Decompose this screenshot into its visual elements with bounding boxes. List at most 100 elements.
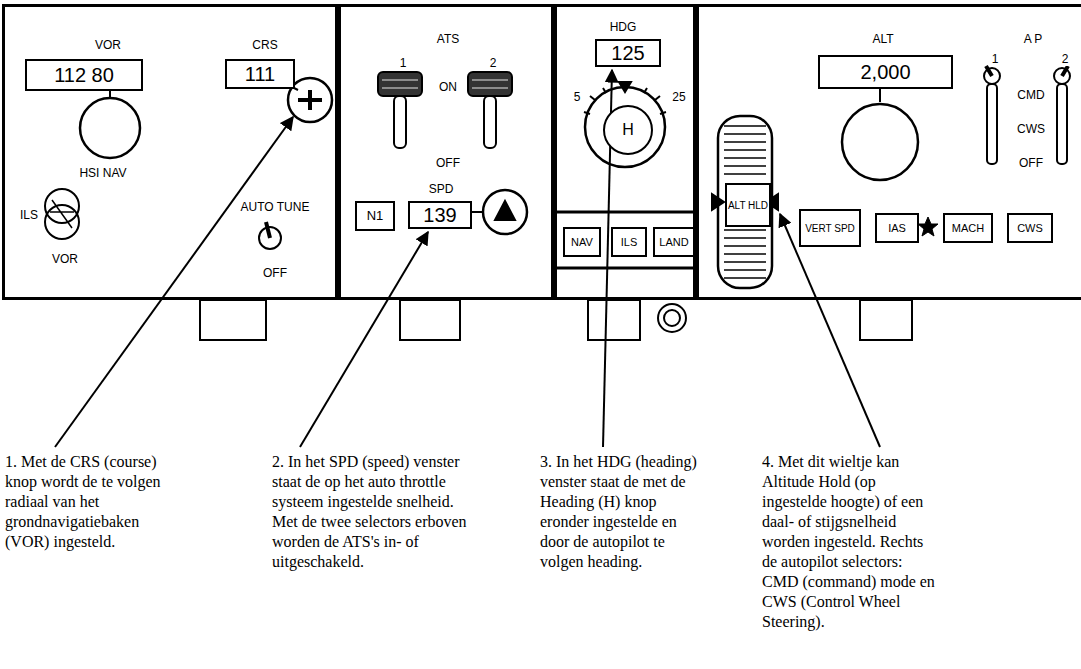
display-text: IAS [888,222,906,234]
callout-text: 1. Met de CRS (course) knop wordt de te … [5,452,175,552]
mount-tab [588,300,640,340]
panel-label: ILS [19,208,39,222]
mode-button: IAS [875,213,919,243]
wheel-ridge [724,173,766,175]
panel-label: OFF [262,266,288,280]
callout-text: 3. In het HDG (heading) venster staat de… [540,452,705,572]
wheel-ridge [724,269,766,271]
display-text: 111 [245,63,275,85]
selector-pointer [50,200,74,228]
changeover-star [918,217,938,236]
wheel-ridge [724,125,766,127]
wheel-ridge [724,141,766,143]
display-text: LAND [659,236,688,248]
heading-window: 125 [595,39,661,67]
mode-button: CWS [1007,213,1053,243]
panel-label: OFF [1018,156,1044,170]
panel-label: OFF [435,156,461,170]
mount-tab [860,300,912,340]
ils-vor-selector [45,205,79,239]
callout-text: 2. In het SPD (speed) venster staat de o… [272,452,472,572]
ap-engage-lever [987,84,997,164]
panel-label: VOR [51,252,79,266]
display-text: 139 [423,204,456,226]
wheel-ridge [724,157,766,159]
wheel-ridge [724,237,766,239]
panel-label: 5 [573,90,582,104]
panel-label: ON [438,80,458,94]
panel-label: HDG [609,20,638,34]
display-text: ALT HLD [728,200,768,211]
panel-label: CMD [1016,88,1045,102]
display-text: N1 [367,209,384,223]
display-text: H [622,121,634,139]
panel-label: 25 [671,90,686,104]
n1-button: N1 [355,201,395,231]
wheel-ridge [724,277,766,279]
mode-button: ILS [611,227,647,257]
wheel-ridge [724,253,766,255]
crs-knob-cross [298,90,322,110]
toggle-lever [266,222,270,238]
mount-tab [400,300,460,340]
display-text: 125 [611,42,644,64]
display-text: VERT SPD [805,223,855,234]
panel-divider [554,267,696,270]
alt-knob [842,104,918,180]
heading-knob: H [603,105,653,155]
speed-window: 139 [408,201,472,229]
ats-switch-lever [484,96,496,148]
vertical-speed-wheel [718,116,772,288]
hdg-index [619,82,631,92]
knob-shaft [879,88,881,102]
panel-label: 2 [1061,52,1070,66]
vor-frequency-window: 112 80 [25,59,143,91]
display-text: CWS [1017,222,1043,234]
display-text: MACH [952,222,984,234]
wheel-ridge [724,149,766,151]
hdg-bank-ring [585,87,665,167]
nav-panel: 112 80111VORCRSHSI NAVILSVORAUTO TUNEOFF [2,4,338,300]
altitude-window: 2,000 [818,55,953,89]
ats-switch-cap [378,72,422,96]
mode-button: LAND [653,227,695,257]
spd-knob [483,190,527,234]
panel-label: 1 [399,56,408,70]
mode-button: VERT SPD [799,209,861,247]
leader-arrow [780,214,880,447]
mode-button: NAV [563,227,601,257]
panel-label: 1 [991,52,1000,66]
leader-arrow [55,117,293,447]
display-text: 2,000 [860,61,910,83]
altitude-autopilot-panel: ALT HLD 2,000VERT SPD IAS MACH CWS ALT A P 1 2CM… [696,4,1081,300]
ap-engage-lever [1057,84,1067,164]
panel-label: ALT [871,32,894,46]
wheel-ridge [724,245,766,247]
wheel-ridge [724,133,766,135]
heading-panel: 125H NAV ILS LAND HDG 5 25 [554,4,696,300]
display-text: NAV [571,236,593,248]
small-knob [664,310,680,326]
autothrottle-panel: N1139ATS12ONOFFSPD [338,4,554,300]
panel-label: ATS [436,32,460,46]
vor-knob [80,98,140,158]
panel-label: CWS [1016,122,1046,136]
wheel-ridge [724,165,766,167]
panel-label: CRS [251,38,278,52]
panel-divider [554,211,696,214]
wheel-ridge [724,261,766,263]
panel-label: HSI NAV [78,166,127,180]
ats-switch-lever [394,96,406,148]
panel-label: AUTO TUNE [240,200,311,214]
mount-tab [200,300,266,340]
course-window: 111 [225,59,295,89]
callout-text: 4. Met dit wieltje kan Altitude Hold (op… [762,452,942,632]
ap-lever-tip [986,66,1068,76]
panel-label: SPD [428,182,455,196]
spd-knob-triangle [495,201,515,220]
alt-hold-window: ALT HLD [725,183,771,227]
ats-switch-cap [468,72,512,96]
display-text: 112 80 [54,64,114,86]
leader-arrow [300,232,428,447]
panel-label: A P [1023,32,1044,46]
